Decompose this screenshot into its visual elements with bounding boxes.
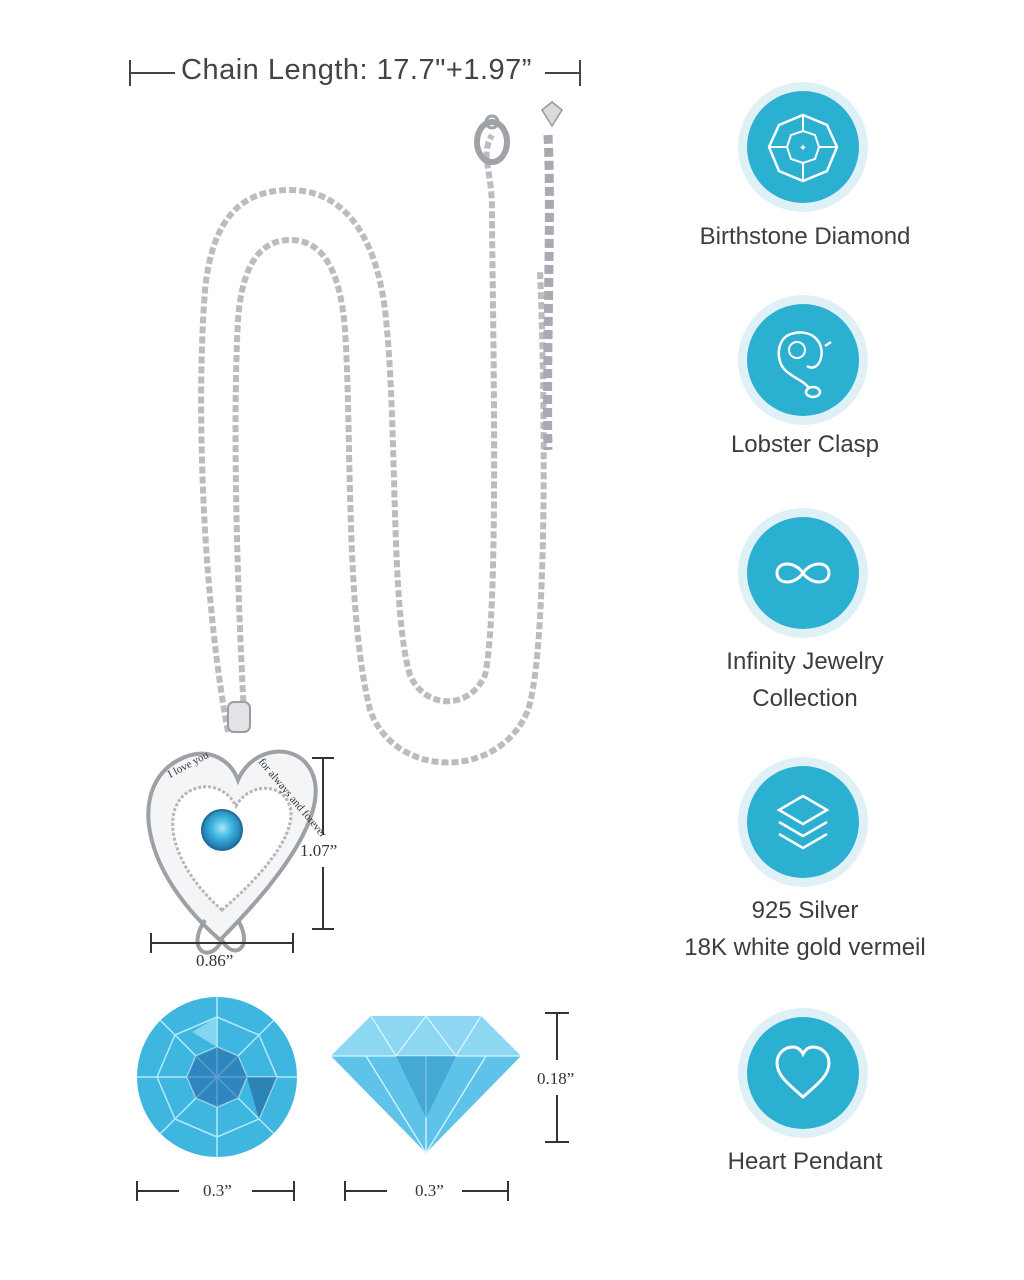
- feature-infinity-label: Infinity Jewelry Collection: [640, 643, 970, 717]
- stone-top-view: [137, 997, 297, 1157]
- extender-tag: [541, 101, 563, 128]
- stone-side-height-bracket: [545, 1012, 569, 1143]
- feature-infinity-line-1: Infinity Jewelry: [726, 648, 884, 675]
- birthstone-diamond-icon: ✦: [767, 113, 839, 183]
- pendant-height-bracket: [312, 757, 334, 930]
- feature-clasp-label: Lobster Clasp: [640, 426, 970, 463]
- heart-icon: [775, 1045, 831, 1099]
- feature-silver-line-1: 925 Silver: [751, 897, 859, 924]
- stone-side-width-bracket: [344, 1181, 509, 1201]
- feature-clasp-badge: [738, 295, 868, 425]
- feature-heart-badge: [738, 1008, 868, 1138]
- svg-text:✦: ✦: [799, 143, 807, 154]
- stone-top-width-bracket: [136, 1181, 295, 1201]
- stone-side-height-label: 0.18”: [537, 1069, 575, 1088]
- feature-heart-label: Heart Pendant: [640, 1143, 970, 1180]
- lobster-clasp: [474, 114, 510, 165]
- lobster-clasp-icon: [777, 331, 832, 399]
- feature-birthstone-label: Birthstone Diamond: [640, 218, 970, 255]
- stone-top-width-label: 0.3”: [203, 1181, 232, 1200]
- feature-infinity-line-2: Collection: [752, 685, 858, 712]
- infinity-icon: [775, 562, 831, 584]
- necklace-illustration: I love you for always and forever: [146, 101, 563, 955]
- extender-chain: [543, 134, 554, 451]
- chain-length-dimension: Chain Length: 17.7"+1.97”: [125, 52, 585, 92]
- chain-length-bracket: [129, 60, 581, 86]
- pendant-width-label: 0.86”: [196, 951, 234, 970]
- chain-inner: [232, 236, 547, 766]
- chain-outer: [198, 133, 498, 733]
- pendant-stone: [201, 809, 243, 851]
- pendant-width-bracket: [150, 933, 294, 953]
- feature-birthstone-line-1: Birthstone Diamond: [699, 223, 911, 250]
- chain-length-label: Chain Length: 17.7"+1.97”: [181, 54, 532, 86]
- stone-side-view: [331, 1015, 521, 1154]
- stone-side-width-label: 0.3”: [415, 1181, 444, 1200]
- pendant-height-label: 1.07”: [300, 841, 338, 860]
- feature-heart-line-1: Heart Pendant: [727, 1148, 883, 1175]
- heart-pendant: [146, 749, 318, 955]
- feature-silver-badge: [738, 757, 868, 887]
- feature-birthstone-badge: ✦: [738, 82, 868, 212]
- feature-silver-line-2: 18K white gold vermeil: [684, 934, 926, 961]
- feature-clasp-line-1: Lobster Clasp: [730, 431, 880, 458]
- pendant-bail: [227, 701, 251, 733]
- feature-infinity-badge: [738, 508, 868, 638]
- feature-silver-label: 925 Silver 18K white gold vermeil: [640, 892, 970, 966]
- layers-icon: [776, 794, 830, 850]
